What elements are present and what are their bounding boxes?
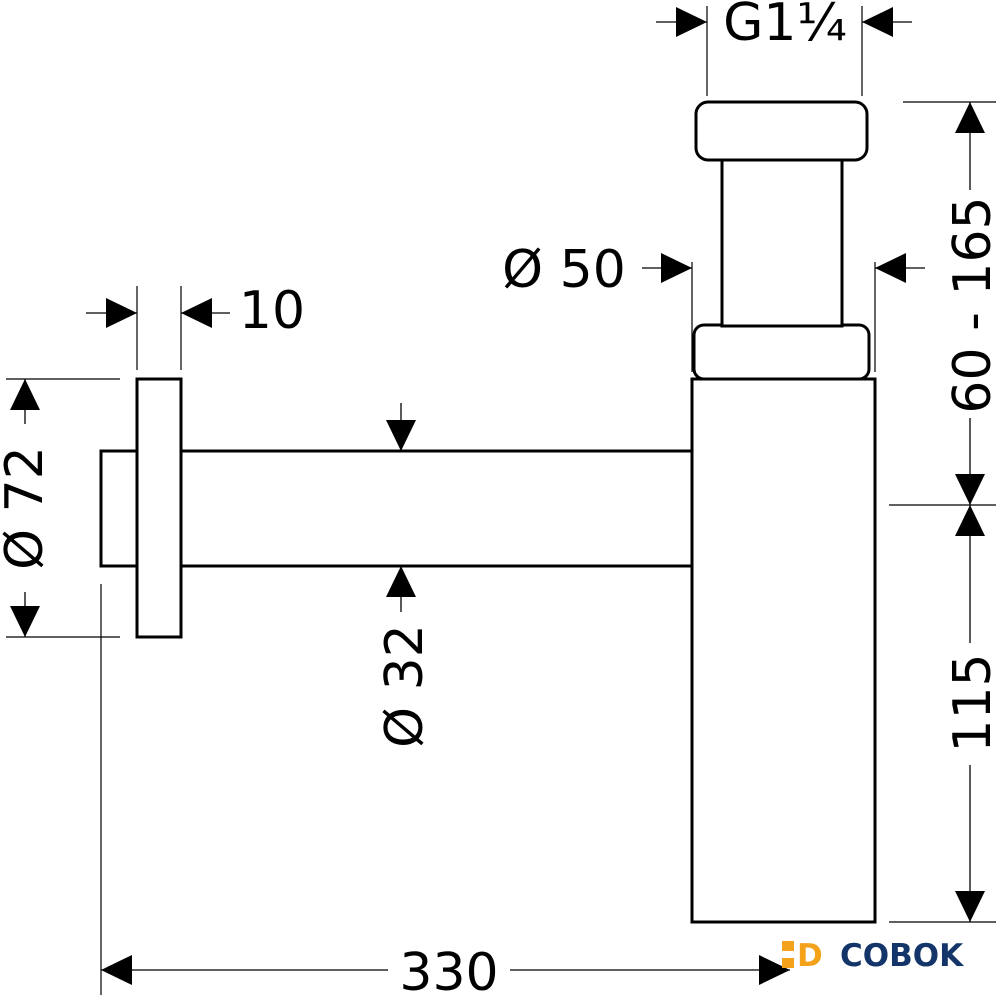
rosette-diameter-label: Ø 72 [0, 446, 55, 570]
watermark-prefix: D [797, 938, 823, 974]
arrow-length-right [759, 955, 790, 985]
arrow-outlet-left [661, 253, 692, 283]
part-outlines [99, 100, 877, 924]
bottle-body [690, 377, 877, 924]
arrow-rosette-top [10, 379, 40, 410]
arrow-gap-right [181, 298, 212, 328]
wall-gap-label: 10 [239, 281, 305, 341]
rosette [135, 377, 183, 639]
pipe-diameter-label: Ø 32 [375, 624, 435, 748]
height-range-label: 60 - 165 [943, 196, 1000, 413]
arrow-lower-top [955, 505, 985, 536]
watermark-text: COBOK [840, 938, 964, 974]
arrow-length-left [101, 955, 132, 985]
horizontal-pipe [179, 449, 695, 568]
arrow-height-top [955, 102, 985, 133]
thread-label: G1¼ [723, 0, 847, 53]
arrow-gap-left [106, 298, 137, 328]
length-label: 330 [399, 943, 498, 999]
arrow-outlet-right [875, 253, 906, 283]
arrow-rosette-bottom [10, 606, 40, 637]
arrow-height-bottom [955, 474, 985, 505]
arrow-thread-right [862, 7, 893, 37]
arrow-pipe-top [386, 420, 416, 451]
outlet-diameter-label: Ø 50 [502, 240, 626, 300]
lower-height-label: 115 [943, 653, 1000, 752]
arrow-thread-left [676, 7, 707, 37]
vertical-stem [720, 158, 844, 328]
watermark-logo: D COBOK [782, 938, 964, 974]
watermark-bar-icon [782, 941, 794, 951]
arrow-pipe-bottom [386, 566, 416, 597]
lower-nut [692, 323, 871, 381]
arrow-lower-bottom [955, 891, 985, 922]
dimension-lines [10, 7, 985, 985]
top-nut [694, 100, 869, 162]
wall-flange [99, 449, 139, 568]
